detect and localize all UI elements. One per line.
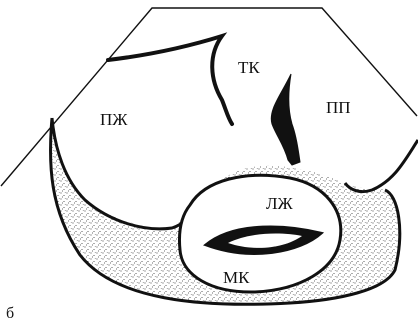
label-lzh: ЛЖ <box>266 194 294 213</box>
label-pzh: ПЖ <box>100 110 128 129</box>
right-atrium-wall <box>345 140 418 192</box>
label-pp: ПП <box>326 98 351 117</box>
interatrial-septum <box>271 74 300 165</box>
label-mk: МК <box>223 268 250 287</box>
label-tk: ТК <box>238 58 260 77</box>
panel-letter: б <box>6 305 14 322</box>
sector-outline <box>1 8 417 186</box>
